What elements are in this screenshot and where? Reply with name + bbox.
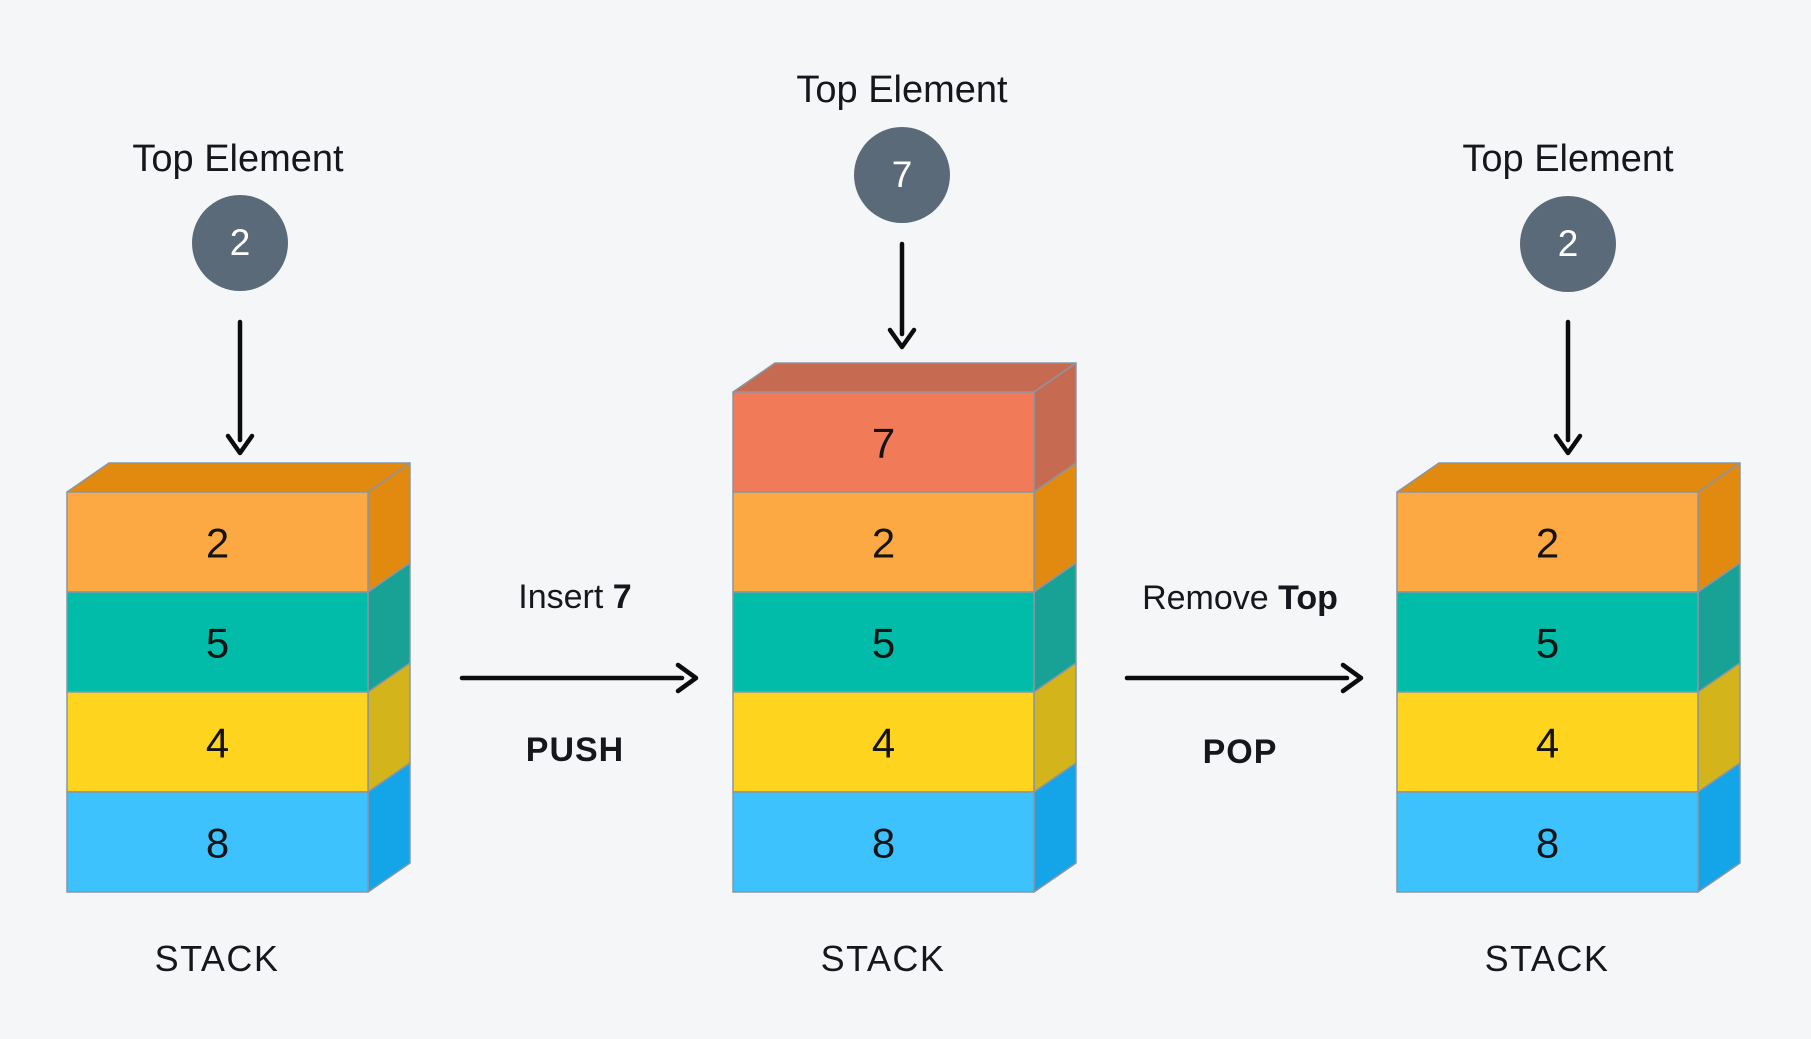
stack-block-front — [732, 691, 1035, 793]
push-label: PUSH — [525, 731, 625, 769]
pop-arrow-icon — [1124, 662, 1364, 694]
stack-block-front — [66, 791, 369, 893]
stack-initial: 2 5 4 8 — [66, 462, 411, 893]
stack-block-top-face — [1396, 462, 1741, 493]
stack-block-value: 2 — [872, 520, 895, 567]
top-element-label: Top Element — [132, 138, 344, 180]
stack-block-value: 8 — [872, 820, 895, 867]
stack-block-value: 7 — [872, 420, 895, 467]
stack-caption: STACK — [1484, 938, 1610, 979]
pop-description: Remove Top — [1080, 579, 1400, 618]
push-arrow-icon — [459, 662, 699, 694]
stack-block-front — [1396, 791, 1699, 893]
stack-block-value: 5 — [206, 620, 229, 667]
stack-block-front — [732, 591, 1035, 693]
push-description: Insert 7 — [415, 578, 735, 617]
down-arrow-icon — [887, 241, 917, 350]
push-description-value: 7 — [612, 578, 632, 616]
stack-block-front — [1396, 591, 1699, 693]
top-element-badge: 7 — [854, 127, 950, 223]
top-element-label: Top Element — [796, 69, 1008, 111]
stack-block-front — [732, 791, 1035, 893]
stack-block-value: 5 — [872, 620, 895, 667]
pop-description-value: Top — [1278, 579, 1338, 617]
stack-block-value: 2 — [1536, 520, 1559, 567]
stack-caption: STACK — [154, 938, 280, 979]
top-element-label: Top Element — [1462, 138, 1674, 180]
top-element-badge: 2 — [192, 195, 288, 291]
push-description-prefix: Insert — [518, 578, 613, 616]
stack-block-value: 5 — [1536, 620, 1559, 667]
stack-caption: STACK — [820, 938, 946, 979]
pop-label: POP — [1202, 733, 1278, 771]
stack-block-top-face — [66, 462, 411, 493]
stack-block-value: 8 — [1536, 820, 1559, 867]
down-arrow-icon — [225, 319, 255, 456]
top-element-value: 2 — [229, 222, 251, 263]
pop-description-prefix: Remove — [1142, 579, 1279, 617]
stack-block-front — [1396, 491, 1699, 593]
stack-block-front — [66, 591, 369, 693]
stack-block-value: 2 — [206, 520, 229, 567]
stack-block-value: 4 — [1536, 720, 1559, 767]
stack-block-top-face — [732, 362, 1077, 393]
top-element-value: 7 — [891, 154, 913, 195]
stack-block-value: 4 — [206, 720, 229, 767]
stack-block-value: 4 — [872, 720, 895, 767]
top-element-badge: 2 — [1520, 196, 1616, 292]
top-element-value: 2 — [1557, 223, 1579, 264]
stack-block-value: 8 — [206, 820, 229, 867]
stack-after-pop: 2 5 4 8 — [1396, 462, 1741, 893]
down-arrow-icon — [1553, 319, 1583, 456]
stack-after-push: 7 2 5 4 8 — [732, 362, 1077, 893]
stack-block-front — [1396, 691, 1699, 793]
stack-block-front — [66, 491, 369, 593]
